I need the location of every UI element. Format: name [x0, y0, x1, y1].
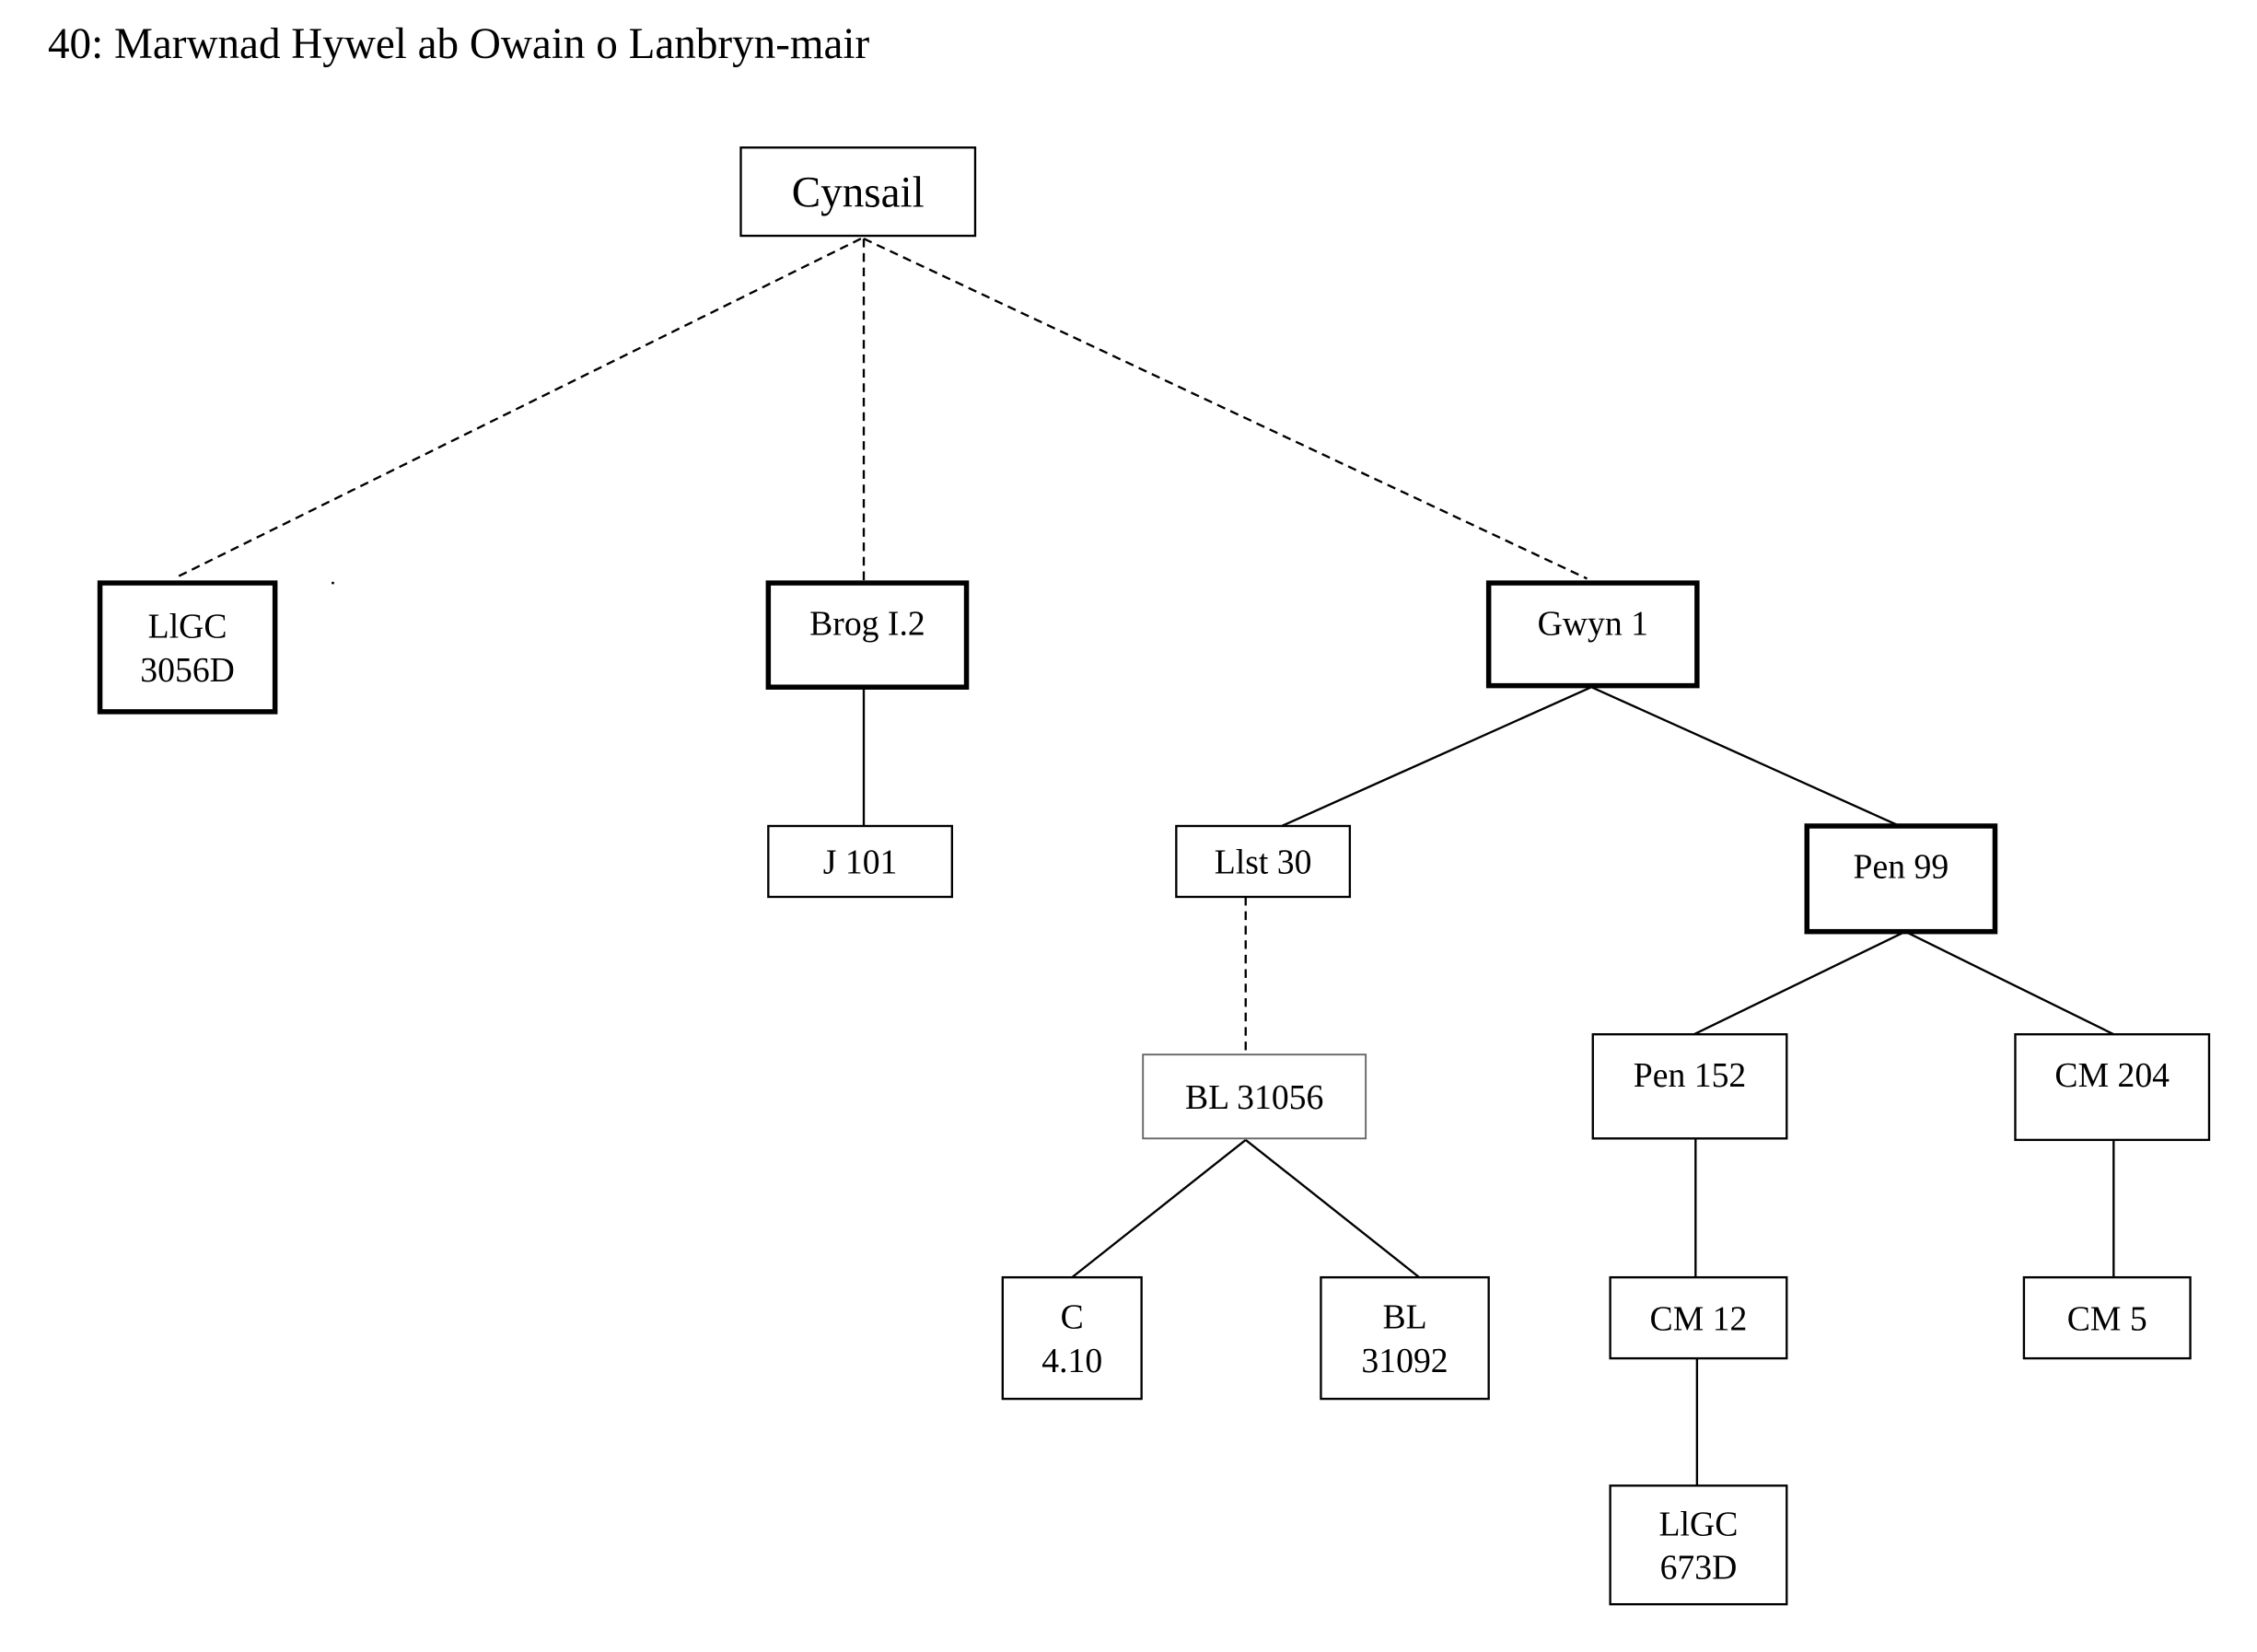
manuscript-node-pen99: Pen 99	[1804, 823, 1998, 935]
manuscript-node-llst30: Llst 30	[1175, 824, 1352, 899]
node-label: Brog I.2	[809, 605, 925, 644]
manuscript-node-j101: J 101	[767, 824, 954, 899]
solid-edge	[1904, 930, 2114, 1036]
node-box	[765, 580, 970, 690]
node-label: 31092	[1361, 1342, 1448, 1380]
manuscript-node-cynsail: Cynsail	[739, 146, 977, 238]
solid-edge	[1245, 1138, 1420, 1279]
manuscript-node-bl31056: BL 31056	[1142, 1053, 1367, 1140]
node-label: 4.10	[1041, 1342, 1102, 1380]
manuscript-node-cm12: CM 12	[1609, 1275, 1788, 1360]
manuscript-node-cm5: CM 5	[2022, 1275, 2192, 1360]
manuscript-node-bl31092: BL 31092	[1320, 1275, 1490, 1401]
diagram-title: 40: Marwnad Hywel ab Owain o Lanbryn-mai…	[48, 20, 870, 68]
node-label: CM 12	[1650, 1299, 1748, 1338]
dashed-edge	[863, 238, 1588, 580]
manuscript-node-pen152: Pen 152	[1591, 1033, 1788, 1140]
manuscript-node-llgc3056d: LlGC 3056D	[97, 580, 278, 715]
node-label: Pen 152	[1634, 1056, 1746, 1095]
node-label: J 101	[823, 843, 898, 882]
solid-edge	[1693, 930, 1906, 1036]
node-label: C	[1061, 1298, 1084, 1337]
node-box	[2022, 1275, 2192, 1360]
edges	[173, 238, 2115, 1486]
manuscript-node-gwyn: Gwyn 1	[1485, 580, 1700, 689]
node-label: Gwyn 1	[1538, 605, 1648, 644]
node-label: 3056D	[140, 651, 235, 690]
node-box	[1001, 1275, 1143, 1401]
node-box	[1609, 1484, 1788, 1606]
node-label: BL 31056	[1185, 1078, 1323, 1117]
node-label: Cynsail	[792, 169, 925, 217]
node-box	[97, 580, 278, 715]
solid-edge	[1590, 686, 1901, 828]
node-box	[767, 824, 954, 899]
solid-edge	[1281, 686, 1592, 828]
node-label: LlGC	[1659, 1505, 1739, 1543]
dashed-edge	[173, 238, 862, 580]
node-label: BL	[1382, 1298, 1426, 1337]
node-box	[1591, 1033, 1788, 1140]
node-label: 673D	[1660, 1549, 1738, 1588]
node-box	[1320, 1275, 1490, 1401]
node-label: Llst 30	[1215, 843, 1312, 882]
node-box	[2014, 1033, 2211, 1142]
stray-dot	[332, 581, 334, 585]
node-box	[1609, 1275, 1788, 1360]
node-label: CM 5	[2067, 1299, 2147, 1338]
manuscript-node-brog: Brog I.2	[765, 580, 970, 690]
solid-edge	[1071, 1138, 1247, 1279]
node-label: LlGC	[148, 608, 227, 646]
node-box	[1804, 823, 1998, 935]
node-label: Pen 99	[1854, 848, 1949, 887]
manuscript-node-llgc673d: LlGC 673D	[1609, 1484, 1788, 1606]
node-label: CM 204	[2054, 1056, 2170, 1095]
node-box	[1142, 1053, 1367, 1140]
manuscript-node-c410: C 4.10	[1001, 1275, 1143, 1401]
node-box	[1175, 824, 1352, 899]
node-box	[1485, 580, 1700, 689]
manuscript-node-cm204: CM 204	[2014, 1033, 2211, 1142]
node-box	[739, 146, 977, 238]
